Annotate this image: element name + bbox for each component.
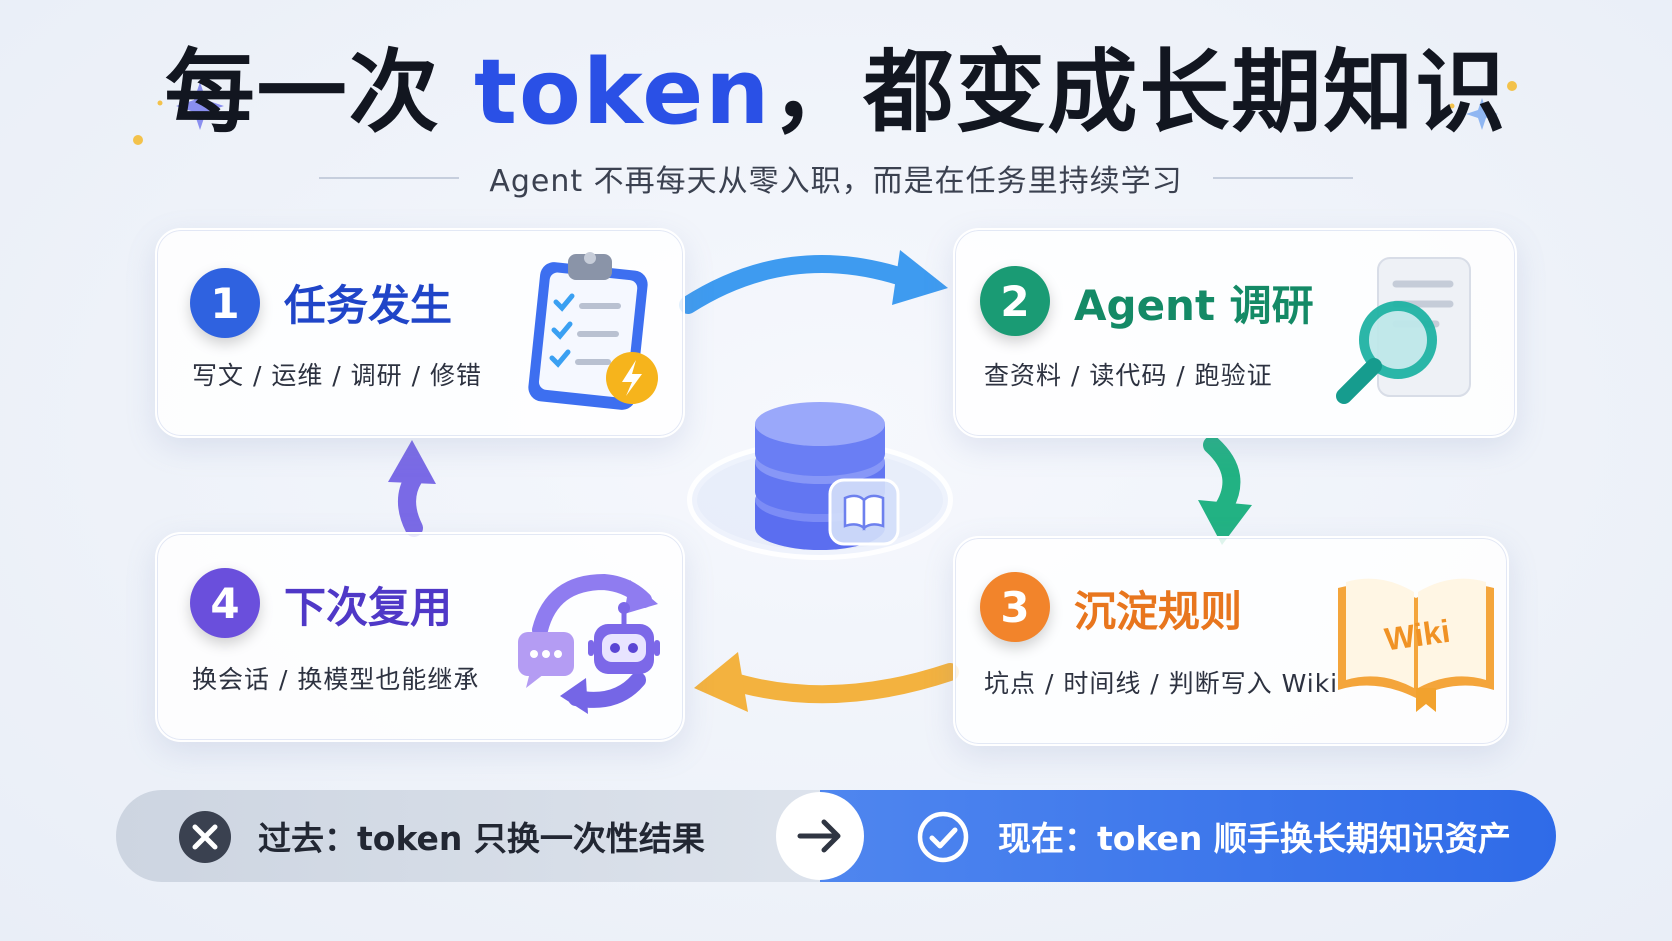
step-subtitle: 写文 / 运维 / 调研 / 修错 — [192, 361, 482, 390]
open-book-icon: Wiki — [1338, 578, 1494, 712]
arrow-step3-to-step4 — [694, 652, 959, 712]
sparkle-decoration — [133, 81, 1517, 145]
step-title: 任务发生 — [284, 281, 453, 330]
step-subtitle: 查资料 / 读代码 / 跑验证 — [984, 361, 1273, 390]
divider — [319, 177, 460, 179]
comparison-bar-now — [820, 790, 1556, 882]
magnifier-document-icon — [1336, 257, 1471, 404]
page-subtitle: Agent 不再每天从零入职，而是在任务里持续学习 — [489, 164, 1183, 199]
step-number-badge: 2 — [980, 266, 1050, 336]
subtitle-row: Agent 不再每天从零入职，而是在任务里持续学习 — [0, 150, 1672, 206]
step-title: 沉淀规则 — [1074, 587, 1243, 636]
robot-icon — [588, 602, 660, 674]
step-title: 下次复用 — [284, 583, 453, 632]
step-number-badge: 4 — [190, 568, 260, 638]
step-subtitle: 坑点 / 时间线 / 判断写入 Wiki — [984, 669, 1339, 698]
arrow-step4-to-step1 — [388, 440, 436, 537]
check-circle-icon — [917, 811, 969, 863]
sparkle-icon — [133, 82, 224, 145]
clipboard-checklist-icon — [528, 252, 658, 410]
comparison-bar-past — [116, 790, 836, 882]
divider — [1212, 177, 1353, 179]
now-text: 现在：token 顺手换长期知识资产 — [998, 819, 1511, 858]
refresh-cycle-icon — [518, 573, 660, 714]
past-text: 过去：token 只换一次性结果 — [258, 819, 705, 858]
sparkle-icon — [1449, 81, 1517, 130]
database-icon — [687, 402, 953, 560]
lightning-badge-icon — [606, 352, 658, 404]
arrow-step1-to-step2 — [679, 250, 948, 314]
title-highlight: token — [473, 40, 772, 145]
step-number-badge: 3 — [980, 572, 1050, 642]
step-number-badge: 1 — [190, 268, 260, 338]
step-subtitle: 换会话 / 换模型也能继承 — [192, 665, 480, 694]
title-suffix: ，都变成长期知识 — [771, 40, 1508, 145]
chat-bubble-icon — [518, 632, 574, 688]
page-title: 每一次 token，都变成长期知识 — [0, 38, 1672, 148]
arrow-right-icon — [776, 792, 864, 880]
step-title: Agent 调研 — [1074, 281, 1314, 330]
arrow-step2-to-step3 — [1198, 436, 1252, 545]
title-prefix: 每一次 — [164, 40, 474, 145]
close-icon — [179, 811, 231, 863]
